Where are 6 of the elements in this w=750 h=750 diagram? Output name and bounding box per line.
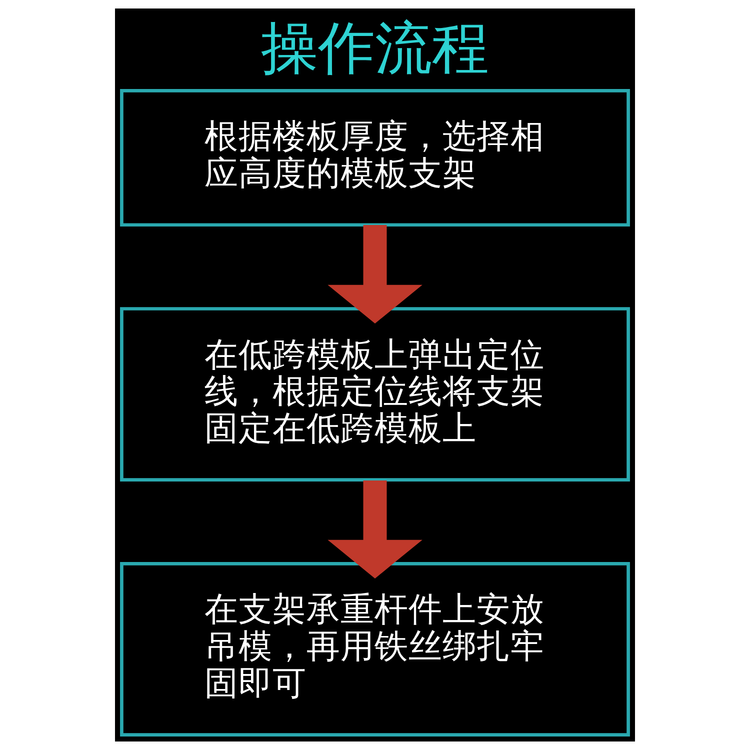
node-box: 在低跨模板上弹出定位线，根据定位线将支架固定在低跨模板上 — [120, 307, 630, 482]
node-box: 在支架承重杆件上安放吊模，再用铁丝绑扎牢固即可 — [120, 562, 630, 736]
arrow — [328, 480, 422, 578]
arrow — [328, 225, 422, 324]
node-box: 根据楼板厚度，选择相应高度的模板支架 — [120, 89, 630, 227]
diagram-title: 操作流程 — [261, 16, 489, 82]
